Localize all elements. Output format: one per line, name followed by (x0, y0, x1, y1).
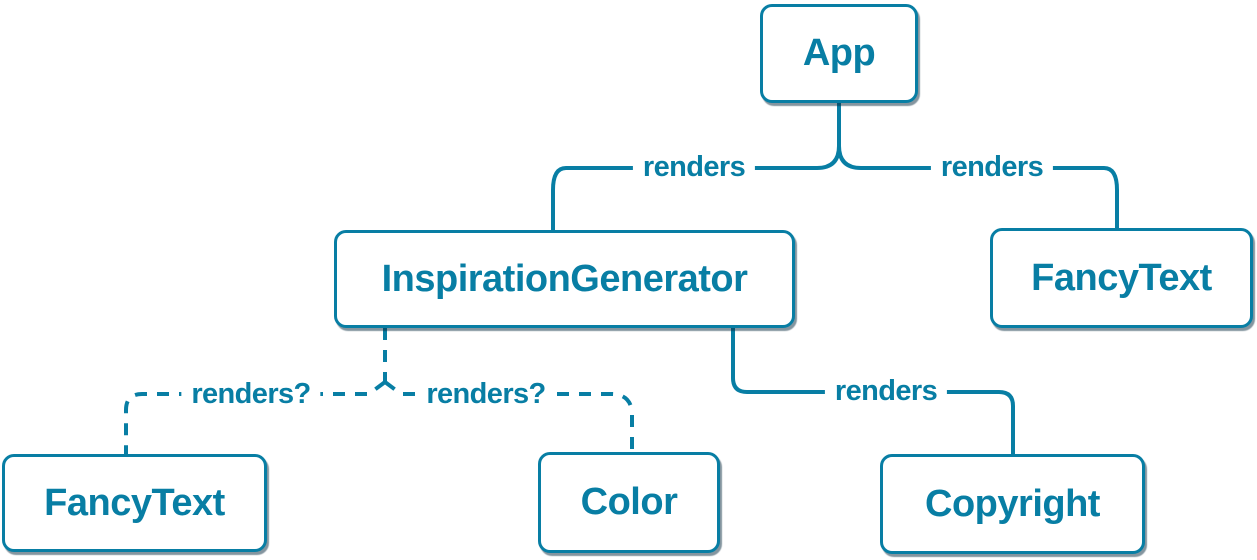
tree-node-fancy-text-bottom: FancyText (2, 454, 267, 552)
tree-node-label: FancyText (1031, 256, 1212, 299)
edge-label-app-to-fancy-text: renders (930, 151, 1054, 184)
tree-node-label: Copyright (925, 482, 1100, 525)
edge-app-to-fancy-text (837, 145, 1119, 228)
tree-node-app: App (760, 4, 918, 103)
edge-label-inspiration-generator-to-fancy-text: renders? (181, 378, 321, 411)
edge-label-app-to-inspiration-generator: renders (632, 151, 756, 184)
tree-node-label: Color (580, 481, 678, 523)
tree-node-copyright: Copyright (880, 454, 1145, 554)
edge-label-inspiration-generator-to-color: renders? (416, 378, 556, 411)
tree-node-label: App (802, 32, 876, 74)
tree-node-label: FancyText (44, 481, 225, 524)
tree-node-label: InspirationGenerator (381, 257, 748, 300)
tree-node-inspiration-generator: InspirationGenerator (334, 230, 795, 328)
edge-inspiration-generator-to-color (383, 380, 634, 452)
edge-label-inspiration-generator-to-copyright: renders (824, 375, 948, 408)
tree-node-color: Color (538, 452, 720, 553)
tree-node-fancy-text-top: FancyText (990, 228, 1253, 328)
edge-inspiration-generator-to-fancy-text (124, 380, 387, 454)
